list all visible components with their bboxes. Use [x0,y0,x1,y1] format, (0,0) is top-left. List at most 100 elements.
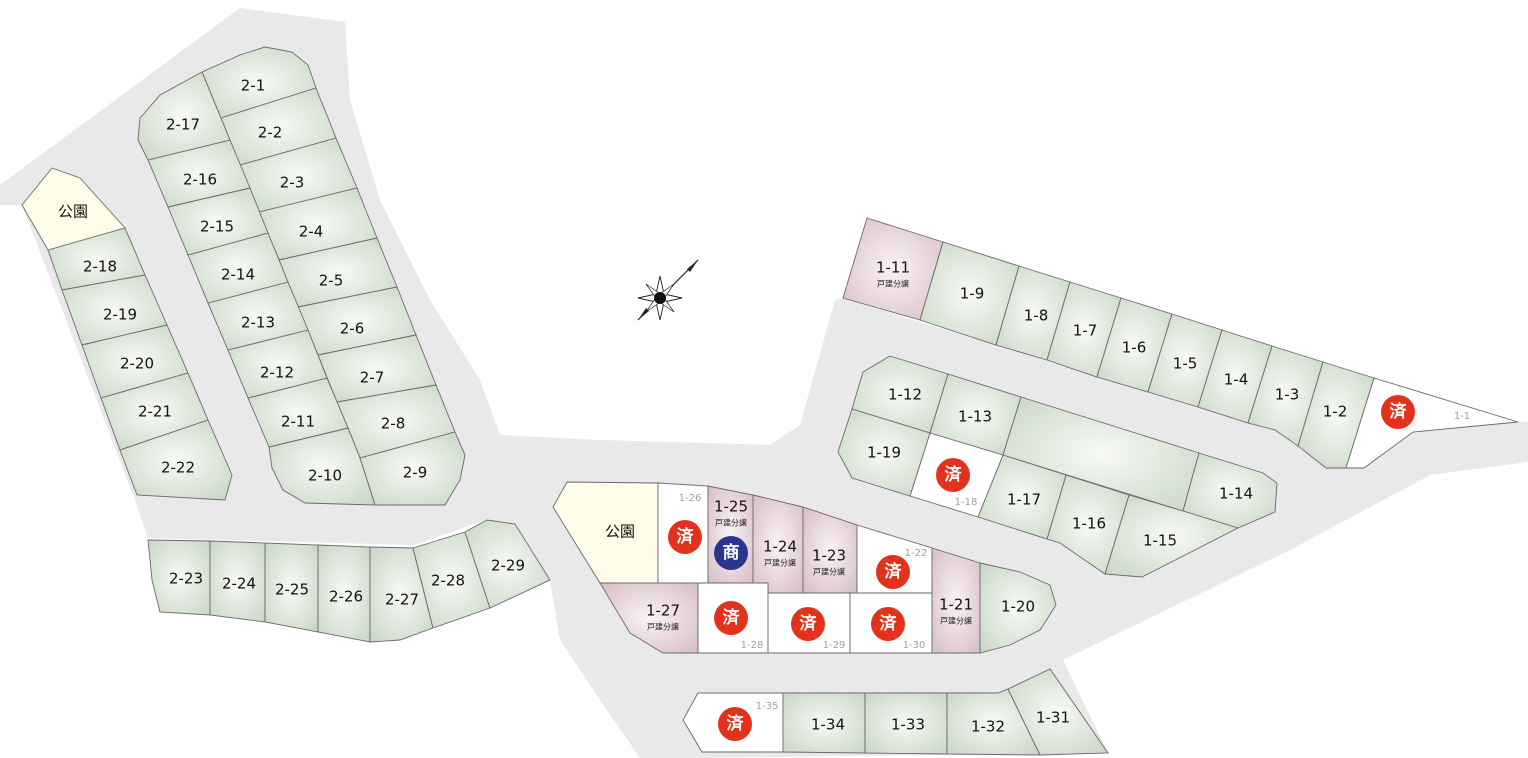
lot-number: 1-9 [960,285,985,303]
lot-2-14[interactable]: 2-14 [187,232,289,304]
lot-1-31[interactable]: 1-31 [1007,668,1109,756]
sold-badge-icon [668,520,702,554]
lot-2-29[interactable]: 2-29 [464,519,551,609]
lot-number-small: 1-18 [955,497,978,508]
lot-2-10[interactable]: 2-10 [268,427,376,506]
lot-park-central[interactable]: 公園 [552,481,659,584]
lot-1-7[interactable]: 1-7 [1046,281,1122,378]
lot-2-19[interactable]: 2-19 [61,274,168,346]
lot-parcel[interactable] [599,582,699,654]
lot-number: 1-31 [1036,709,1070,727]
lot-parcel[interactable] [464,519,551,609]
house-sale-label: 戸建分譲 [813,567,845,577]
lot-number: 1-4 [1224,371,1249,389]
sold-badge-text: 済 [880,613,898,634]
sold-badge-text: 済 [1390,401,1408,422]
lot-number: 2-19 [103,306,137,324]
lot-number: 2-28 [431,572,465,590]
lot-number: 2-23 [169,570,203,588]
lot-2-11[interactable]: 2-11 [247,377,349,448]
lot-number: 1-32 [971,718,1005,736]
lot-1-9[interactable]: 1-9 [919,241,1020,346]
lot-park-west[interactable]: 公園 [21,167,126,251]
lot-number: 1-19 [867,444,901,462]
lot-number: 2-29 [491,557,525,575]
lot-1-3[interactable]: 1-3 [1247,345,1324,447]
lot-number: 2-5 [319,272,344,290]
sold-badge-text: 済 [885,561,903,582]
lot-number-small: 1-30 [903,640,926,651]
lot-1-19[interactable]: 1-19 [837,408,931,497]
lot-1-1[interactable]: 1-1済 [1345,377,1519,469]
lot-1-24[interactable]: 1-24 戸建分譲 [752,494,804,594]
lot-2-24[interactable]: 2-24 [209,540,266,623]
lot-number: 2-15 [200,218,234,236]
lot-1-14[interactable]: 1-14 [1182,452,1278,529]
lot-1-32[interactable]: 1-32 [946,688,1041,756]
lot-1-28[interactable]: 1-28済 [697,582,769,654]
house-sale-label: 戸建分譲 [764,558,796,568]
lot-2-13[interactable]: 2-13 [207,281,309,351]
lot-number-small: 1-26 [679,493,702,504]
lot-1-18[interactable]: 1-18 済 [909,432,1004,518]
lot-2-21[interactable]: 2-21 [100,372,209,451]
lot-1-13[interactable]: 1-13 [929,373,1022,456]
lot-2-12[interactable]: 2-12 [227,329,328,399]
lot-parcel[interactable] [268,427,376,506]
lot-1-16[interactable]: 1-16 [1046,474,1130,575]
lot-number: 1-25 [714,498,748,516]
lot-1-15[interactable]: 1-15 [1104,494,1240,578]
lot-parcel[interactable] [1247,345,1324,447]
lot-number: 1-20 [1001,598,1035,616]
lot-2-9[interactable]: 2-9 [359,431,466,506]
sold-badge-text: 済 [945,464,963,485]
lot-1-29[interactable]: 1-29済 [767,592,851,654]
lot-parcel[interactable] [837,408,931,497]
lot-number: 2-24 [222,575,256,593]
lot-1-26[interactable]: 1-26 済 [657,482,709,584]
lot-parcel[interactable] [147,539,211,616]
lot-2-22[interactable]: 2-22 [119,419,233,501]
lot-parcel[interactable] [119,419,233,501]
lot-1-17[interactable]: 1-17 [977,454,1067,540]
lot-parcel[interactable] [369,546,434,643]
lot-number: 1-24 [763,538,797,556]
lot-2-16[interactable]: 2-16 [147,139,251,208]
lot-2-26[interactable]: 2-26 [317,544,371,643]
lot-1-22[interactable]: 1-22済 [856,524,933,594]
sold-badge-icon [714,601,748,635]
lot-number: 2-14 [221,266,255,284]
lot-number: 2-22 [161,459,195,477]
sold-badge-icon [936,458,970,492]
lot-2-20[interactable]: 2-20 [81,324,189,399]
sold-badge-text: 済 [677,526,695,547]
lot-1-20[interactable]: 1-20 [979,562,1057,654]
lot-2-23[interactable]: 2-23 [147,539,211,616]
lot-parcel[interactable] [979,562,1057,654]
lot-2-25[interactable]: 2-25 [264,542,319,633]
lot-parcel[interactable] [1007,668,1109,756]
lot-2-27[interactable]: 2-27 [369,546,434,643]
lot-parcel[interactable] [1297,361,1375,469]
lot-number: 1-21 [939,596,973,614]
lot-1-2[interactable]: 1-2 [1297,361,1375,469]
lot-parcel[interactable] [137,71,231,161]
lot-1-33[interactable]: 1-33 [864,692,948,755]
lot-1-30[interactable]: 1-30 済 [849,592,933,654]
lot-number: 1-15 [1143,532,1177,550]
lot-number: 1-6 [1122,339,1147,357]
lot-2-17[interactable]: 2-17 [137,71,231,161]
lot-2-7[interactable]: 2-7 [317,334,437,403]
lot-number: 1-17 [1007,491,1041,509]
lot-1-34[interactable]: 1-34 [782,692,866,754]
lot-2-18[interactable]: 2-18 [47,227,146,291]
lot-2-15[interactable]: 2-15 [167,187,269,256]
lot-parcel[interactable] [21,167,126,251]
lot-1-35[interactable]: 1-35済 [682,692,784,753]
compass-rose-icon [637,259,699,321]
